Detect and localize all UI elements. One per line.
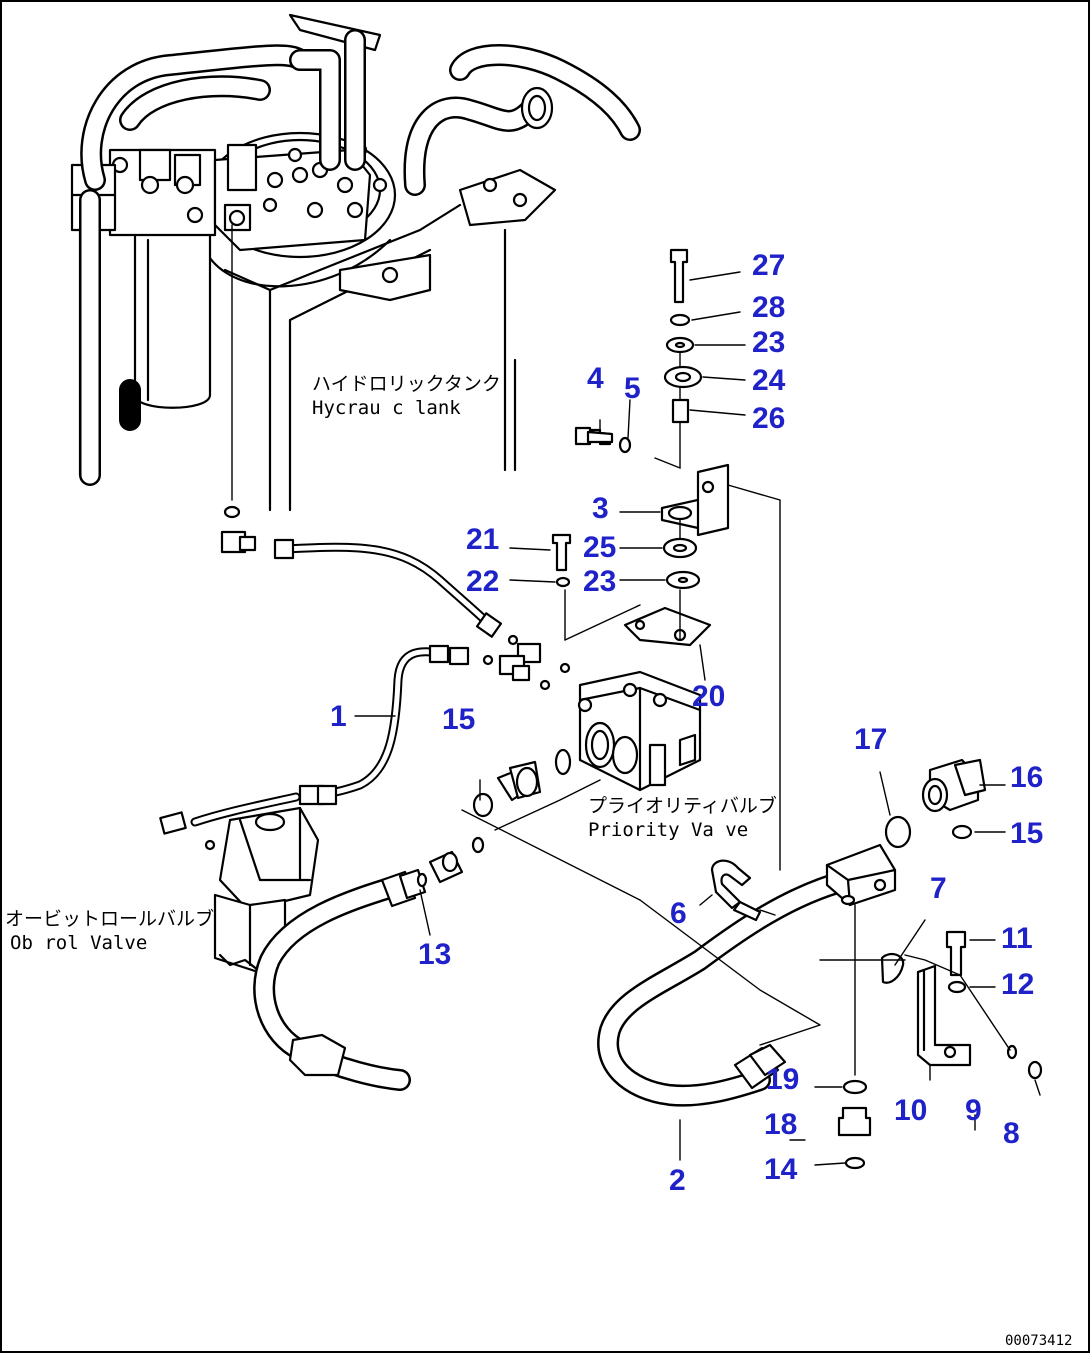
callout-11: 11 — [1001, 922, 1033, 955]
mounting-bracket — [564, 349, 781, 871]
fittings-group — [482, 634, 571, 691]
leader-6 — [699, 894, 776, 916]
tank-drain-fitting — [220, 224, 257, 554]
hydraulic-tank-label-en: Hycrau c lank — [312, 397, 461, 419]
callout-4: 4 — [587, 362, 604, 395]
callout-24: 24 — [752, 364, 786, 397]
callout-14: 14 — [764, 1153, 798, 1186]
callout-27: 27 — [752, 249, 785, 282]
callout-21: 21 — [466, 523, 499, 556]
adapter-16 — [884, 758, 987, 849]
tank-return-hoses — [79, 29, 641, 486]
orbitrol-valve-label-jp: オービットロールバルブ — [5, 907, 214, 930]
assembly-lines-mid — [639, 899, 821, 1046]
callout-2: 2 — [669, 1164, 686, 1197]
callout-20: 20 — [692, 680, 725, 713]
callout-15-right: 15 — [1010, 817, 1043, 850]
callout-19: 19 — [766, 1063, 799, 1096]
leader-13-15 — [419, 779, 481, 936]
leaders-7-12 — [894, 919, 1041, 1131]
callout-5: 5 — [624, 372, 641, 405]
orbitrol-valve-label-en: Ob rol Valve — [10, 932, 147, 954]
callout-18: 18 — [764, 1108, 797, 1141]
callout-numbers: 1 2 3 4 5 6 7 8 9 10 11 12 13 14 15 15 1… — [330, 249, 1043, 1197]
callout-8: 8 — [1003, 1117, 1020, 1150]
bracket-10-hardware — [880, 930, 1043, 1080]
callout-26: 26 — [752, 402, 785, 435]
callout-23-lower: 23 — [583, 565, 616, 598]
callout-6: 6 — [670, 897, 687, 930]
leaders-top — [509, 271, 746, 681]
hydraulic-tank-label-jp: ハイドロリックタンク — [312, 373, 501, 395]
drawing-code: 00073412 — [1005, 1333, 1072, 1349]
hose-1 — [159, 538, 503, 835]
callout-25: 25 — [583, 531, 616, 564]
callout-23-upper: 23 — [752, 326, 785, 359]
callout-12: 12 — [1001, 968, 1034, 1001]
fittings-18-19-14 — [837, 1079, 872, 1170]
leaders-14-19 — [789, 1086, 846, 1166]
callout-9: 9 — [965, 1094, 982, 1127]
clamp-6 — [710, 859, 762, 922]
callout-1: 1 — [330, 700, 347, 733]
hose-13-and-fittings — [253, 748, 572, 1091]
hose-2 — [597, 843, 897, 1107]
leaders-16-17 — [879, 771, 1006, 833]
callout-7: 7 — [930, 872, 947, 905]
callout-3: 3 — [592, 492, 609, 525]
stacked-hardware — [551, 248, 703, 590]
callout-15-left: 15 — [442, 703, 475, 736]
callout-22: 22 — [466, 565, 499, 598]
callout-28: 28 — [752, 291, 785, 324]
callout-13: 13 — [418, 938, 451, 971]
priority-valve-label-jp: プライオリティバルブ — [588, 794, 777, 817]
assembly-lines-left — [461, 779, 641, 901]
priority-valve — [577, 670, 702, 792]
callout-10: 10 — [894, 1094, 927, 1127]
callout-17: 17 — [854, 723, 887, 756]
callout-16: 16 — [1010, 761, 1043, 794]
priority-valve-label-en: Priority Va ve — [588, 819, 748, 841]
